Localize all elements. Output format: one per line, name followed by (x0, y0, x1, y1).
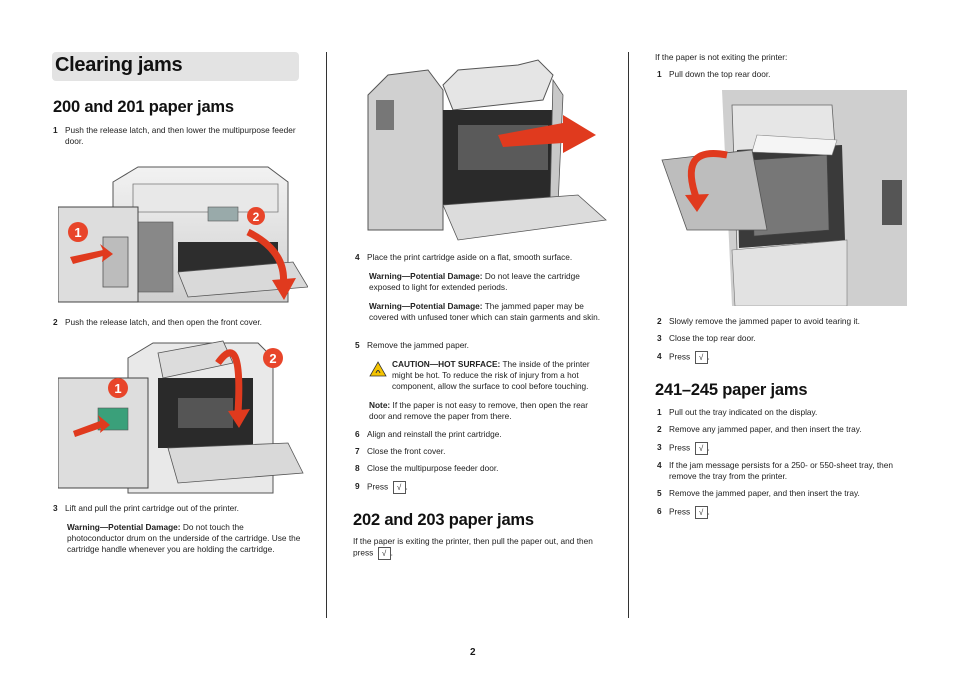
callout-badge-1b: 1 (108, 378, 128, 398)
step-202-4: 4 Press √. (657, 351, 710, 364)
step-202-2: 2 Slowly remove the jammed paper to avoi… (657, 316, 860, 326)
step-200-7: 7 Close the front cover. (355, 446, 446, 456)
svg-text:2: 2 (253, 210, 260, 224)
step-200-6: 6 Align and reinstall the print cartridg… (355, 429, 502, 439)
step-241-5: 5 Remove the jammed paper, and then inse… (657, 488, 860, 498)
callout-badge-2: 2 (247, 207, 265, 225)
check-button-icon: √ (694, 442, 708, 455)
step-200-4: 4 Place the print cartridge aside on a f… (355, 252, 573, 262)
column-divider-left (326, 52, 327, 618)
warning-light-exposure: Warning—Potential Damage: Do not leave t… (369, 271, 580, 292)
caution-hot-surface: CAUTION—HOT SURFACE: The inside of the p… (392, 359, 590, 391)
printer-illustration-rear-door (657, 90, 907, 306)
note-rear-door: Note: If the paper is not easy to remove… (369, 400, 589, 421)
callout-badge-2b: 2 (263, 348, 283, 368)
svg-text:2: 2 (269, 351, 276, 366)
section-heading-200: 200 and 201 paper jams (53, 98, 234, 116)
page-number: 2 (470, 647, 476, 658)
page-title: Clearing jams (55, 54, 183, 76)
step-202-3: 3 Close the top rear door. (657, 333, 756, 343)
step-241-6: 6 Press √. (657, 506, 710, 519)
svg-text:1: 1 (114, 381, 121, 396)
step-241-4: 4 If the jam message persists for a 250-… (657, 460, 893, 481)
step-200-8: 8 Close the multipurpose feeder door. (355, 463, 499, 473)
svg-text:1: 1 (74, 225, 81, 240)
step-200-1: 1 Push the release latch, and then lower… (53, 125, 296, 146)
step-241-1: 1 Pull out the tray indicated on the dis… (657, 407, 818, 417)
callout-badge-1: 1 (68, 222, 88, 242)
printer-illustration-front-cover: 1 2 (58, 340, 304, 494)
printer-illustration-feeder-door: 1 2 (58, 166, 308, 303)
hot-surface-warning-icon (369, 361, 387, 377)
section-heading-241: 241–245 paper jams (655, 381, 808, 399)
intro-202: If the paper is exiting the printer, the… (353, 536, 593, 560)
step-200-3: 3 Lift and pull the print cartridge out … (53, 503, 239, 513)
printer-illustration-cartridge-removal (367, 59, 607, 241)
title-banner: Clearing jams (52, 52, 299, 81)
section-heading-202: 202 and 203 paper jams (353, 511, 534, 529)
check-button-icon: √ (694, 351, 708, 364)
intro-202-continued: If the paper is not exiting the printer: (655, 52, 788, 62)
step-241-2: 2 Remove any jammed paper, and then inse… (657, 424, 862, 434)
step-200-2: 2 Push the release latch, and then open … (53, 317, 262, 327)
step-241-3: 3 Press √. (657, 442, 710, 455)
step-200-5: 5 Remove the jammed paper. (355, 340, 469, 350)
step-200-9: 9 Press √. (355, 481, 408, 494)
check-button-icon: √ (377, 547, 391, 560)
check-button-icon: √ (392, 481, 406, 494)
warning-unfused-toner: Warning—Potential Damage: The jammed pap… (369, 301, 601, 322)
warning-photoconductor: Warning—Potential Damage: Do not touch t… (67, 522, 301, 554)
column-divider-right (628, 52, 629, 618)
check-button-icon: √ (694, 506, 708, 519)
step-202-1: 1 Pull down the top rear door. (657, 69, 771, 79)
